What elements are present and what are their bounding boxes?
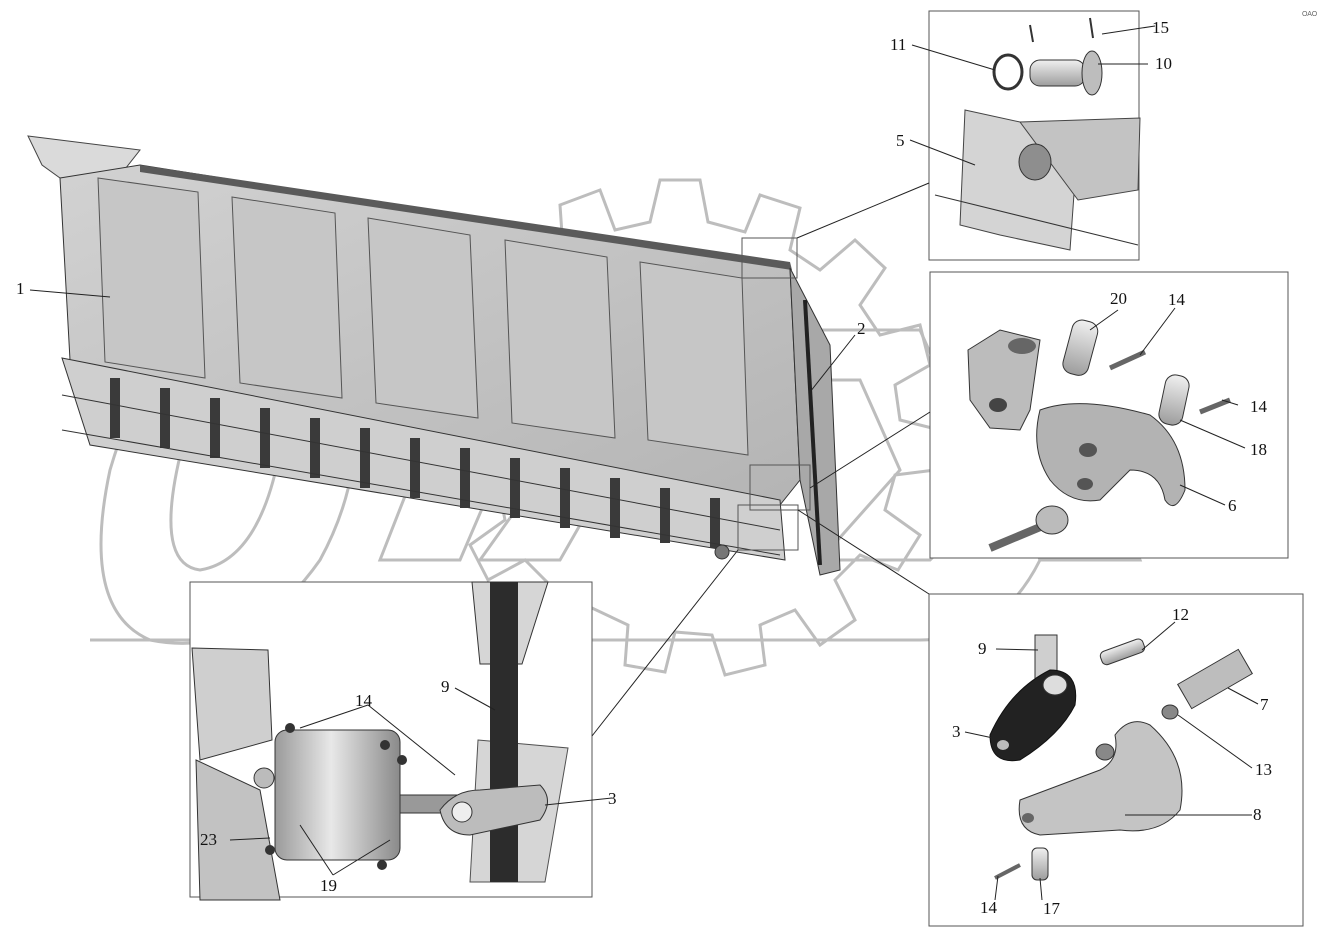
pin-18 [1158,374,1190,426]
label-1: 1 [16,279,25,298]
label-14-left: 14 [355,691,373,710]
label-15: 15 [1152,18,1169,37]
brake-chamber-23 [274,729,401,861]
label-2: 2 [857,319,866,338]
pin-20 [1062,319,1099,376]
label-9-detail: 9 [978,639,987,658]
label-23: 23 [200,830,217,849]
detail-box-left [189,581,593,901]
label-20: 20 [1110,289,1127,308]
callout-labels: 1 2 5 11 15 10 20 14 14 18 6 9 12 7 3 13… [16,18,1272,918]
hook-6 [1036,403,1186,507]
pin-10-shaft [1029,59,1086,87]
lower-frame [61,357,786,561]
rod-7 [1177,648,1253,710]
body-callout-5 [741,237,798,279]
label-7: 7 [1260,695,1269,714]
label-14-lower: 14 [980,898,998,917]
arm-bracket [191,647,273,761]
top-rail [140,165,792,270]
label-13: 13 [1255,760,1272,779]
label-3: 3 [608,789,617,808]
panel-5 [639,261,749,456]
lever-8 [1018,721,1183,836]
label-14-mid-a: 14 [1168,290,1186,309]
label-10: 10 [1155,54,1172,73]
frame-ribs [110,378,720,548]
label-5: 5 [896,131,905,150]
label-17: 17 [1043,899,1061,918]
label-9: 9 [441,677,450,696]
pin-10-head [1081,50,1103,96]
pin-12 [1099,638,1146,666]
bracket-upper [967,329,1041,431]
pin-17 [1031,847,1049,881]
lever-3 [439,784,548,836]
nut-13b [1095,743,1115,761]
label-19: 19 [320,876,337,895]
panel-4 [504,239,616,439]
washer-11 [992,53,1024,91]
panel-2 [231,196,343,399]
label-12: 12 [1172,605,1189,624]
nut-13a [1161,704,1179,720]
label-3-detail: 3 [952,722,961,741]
label-14-mid-b: 14 [1250,397,1268,416]
label-6: 6 [1228,496,1237,515]
rear-edge [789,267,841,576]
leader-lines [29,25,1259,901]
label-8: 8 [1253,805,1262,824]
detail-box-top [928,10,1141,261]
label-18: 18 [1250,440,1267,459]
panel-1 [97,177,206,379]
body-callout-8 [737,504,799,551]
panel-3 [367,217,479,419]
label-11: 11 [890,35,906,54]
corner-mark: ОАО [1302,11,1318,18]
detail-box-middle [929,271,1289,559]
dump-body [27,135,841,576]
